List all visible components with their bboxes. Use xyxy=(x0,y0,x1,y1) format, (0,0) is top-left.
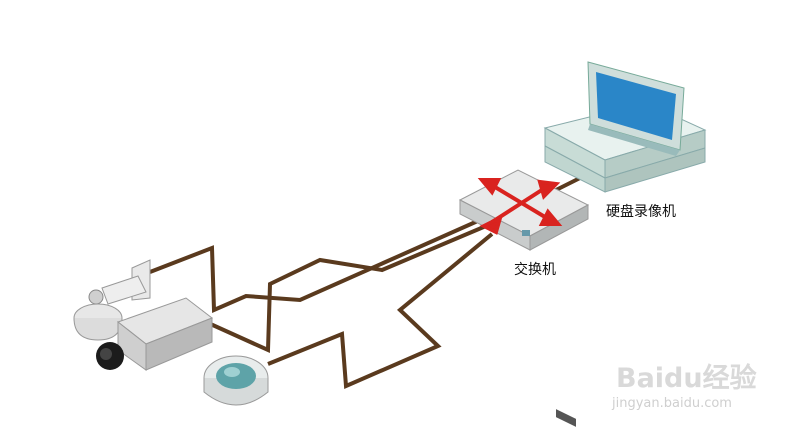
dvr-device xyxy=(543,61,707,427)
watermark-brand: Baidu经验 xyxy=(616,363,757,394)
box-camera xyxy=(96,297,214,371)
switch-device xyxy=(458,169,590,251)
dome-camera xyxy=(203,355,269,406)
cable-to-dome-camera xyxy=(267,232,494,389)
cable-to-ptz-camera xyxy=(149,218,481,314)
switch-arrows-icon xyxy=(477,178,563,235)
ptz-camera xyxy=(73,259,151,341)
cable-to-box-camera xyxy=(205,224,487,354)
watermark-url: jingyan.baidu.com xyxy=(612,396,732,411)
switch-label: 交换机 xyxy=(514,262,556,278)
dvr-label: 硬盘录像机 xyxy=(606,204,676,220)
